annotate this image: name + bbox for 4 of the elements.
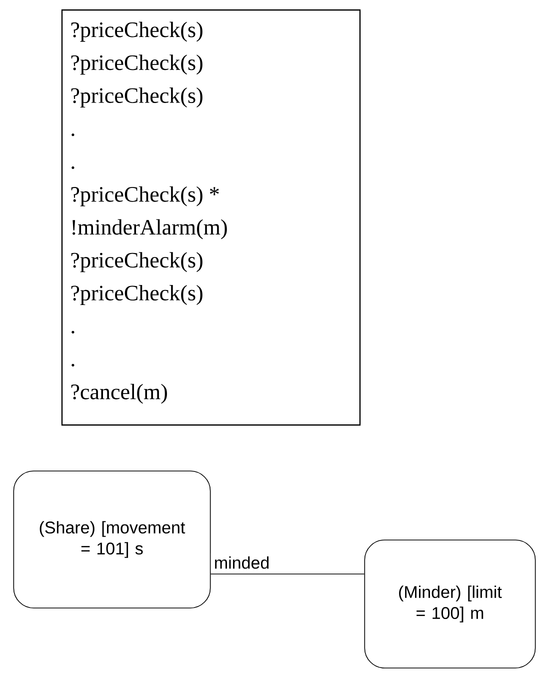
object-box: (Share) [movement = 101] s: [13, 470, 211, 608]
edge-label: minded: [210, 553, 273, 572]
object-box: (Minder) [limit = 100] m: [364, 540, 536, 668]
message-list-box: ?priceCheck(s) ?priceCheck(s) ?priceCheck(s) . . ?priceCheck(s) * !minderAlarm(m) ?priceCheck(s) ?priceCheck(s) . . ?cancel(m): [61, 9, 361, 426]
